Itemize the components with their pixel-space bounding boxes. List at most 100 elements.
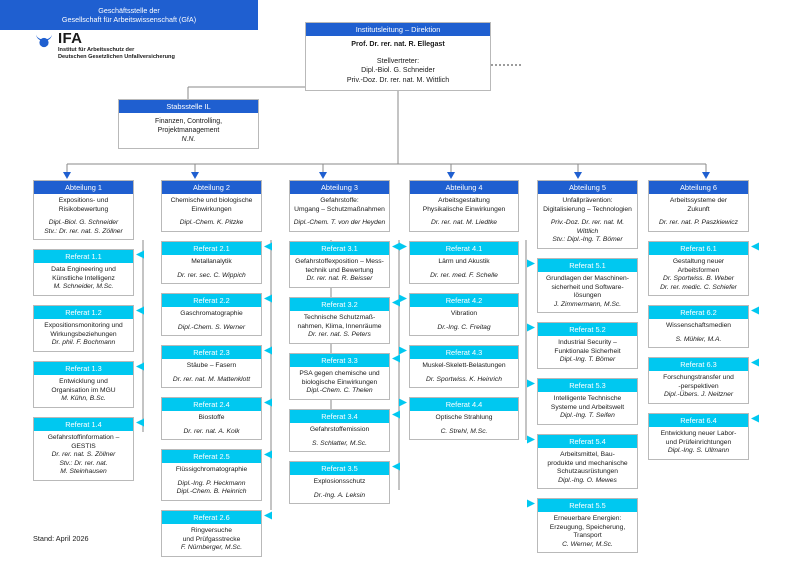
department-title-line: Arbeitssysteme der [669,197,728,204]
unit-lead: S. Mühler, M.A. [675,335,722,343]
department-title-line: Physikalische Einwirkungen [422,205,506,213]
gfa-office-box[interactable]: Geschäftsstelle der Gesellschaft für Arb… [0,0,258,30]
unit-body: Wissenschaftsmedien S. Mühler, M.A. [649,319,748,347]
unit-lead: C. Strehl, M.Sc. [440,427,488,435]
ifa-acronym: IFA [58,30,83,47]
unit-header: Referat 1.2 [34,306,133,319]
unit-title-line: biologische Einwirkungen [301,378,378,386]
unit-header: Referat 6.3 [649,358,748,371]
unit-lead: Dr. rer. med. F. Schelle [430,271,498,279]
staff-unit-line1: Finanzen, Controlling, [154,118,223,125]
unit-title-line: Wissenschaftsmedien [665,322,732,329]
department-header: Abteilung 6 [649,181,748,194]
gfa-text: Geschäftsstelle der Gesellschaft für Arb… [62,6,196,25]
unit-lead: Dipl.-Ing. T. Bömer [559,356,616,364]
unit-title-line: lösungen [573,292,602,300]
unit-title-line: Systeme und Arbeitswelt [550,403,625,411]
department-lead: Dr. rer. nat. M. Liedtke [430,219,498,227]
unit-lead: M. Steinhausen [60,468,107,476]
unit-title-line: Entwicklung und [59,378,108,385]
unit-header: Referat 4.4 [410,398,518,411]
department-header: Abteilung 1 [34,181,133,194]
unit-title-line: Erneuerbare Energien: [553,515,622,522]
unit-title-line: Stäube – Fasern [186,362,237,369]
unit-lead: Dipl.-Chem. C. Thelen [306,387,373,395]
unit-title-line: Lärm und Akustik [438,258,490,265]
unit-title-line: Transport [573,532,602,540]
unit-lead: C. Werner, M.Sc. [562,540,613,548]
unit-title-line: Vibration [450,310,478,317]
unit-title-line: -perspektiven [678,382,719,390]
unit-title-line: Optische Strahlung [435,414,493,421]
staff-unit-line2: Projektmanagement [157,127,220,134]
leadership-box[interactable]: Institutsleitung – Direktion Prof. Dr. r… [305,22,491,92]
unit-title-line: Data Engineering und [51,266,116,273]
unit-lead: Dipl.-Chem. B. Heinrich [176,488,247,496]
unit-title-line: Intelligente Technische [553,395,622,402]
ifa-logo-mark [36,34,52,48]
staff-unit-body: Finanzen, Controlling, Projektmanagement… [119,113,258,148]
ifa-subtitle-line1: Institut für Arbeitsschutz der [58,47,135,53]
unit-title-line: Muskel-Skelett-Belastungen [422,362,506,369]
unit-lead: Dipl.-Chem. S. Werner [177,323,246,331]
unit-header: Referat 6.1 [649,242,748,255]
unit-lead: S. Schlatter, M.Sc. [311,439,367,447]
staff-unit-box[interactable]: Stabsstelle IL Finanzen, Controlling, Pr… [118,99,259,149]
unit-lead: Dipl.-Übers. J. Neitzner [663,391,734,399]
unit-lead: Dipl.-Ing. P. Heckmann [177,479,246,487]
unit-title-line: Expositionsmonitoring und [44,322,123,329]
gfa-line2: Gesellschaft für Arbeitswissenschaft (Gf… [61,15,197,24]
unit-header: Referat 3.1 [290,242,389,255]
leadership-header: Institutsleitung – Direktion [306,23,490,36]
unit-lead: F. Nürnberger, M.Sc. [180,544,243,552]
unit-title-line: Gestaltung neuer [672,258,725,265]
unit-header: Referat 4.1 [410,242,518,255]
unit-lead: M. Schneider, M.Sc. [53,283,114,291]
